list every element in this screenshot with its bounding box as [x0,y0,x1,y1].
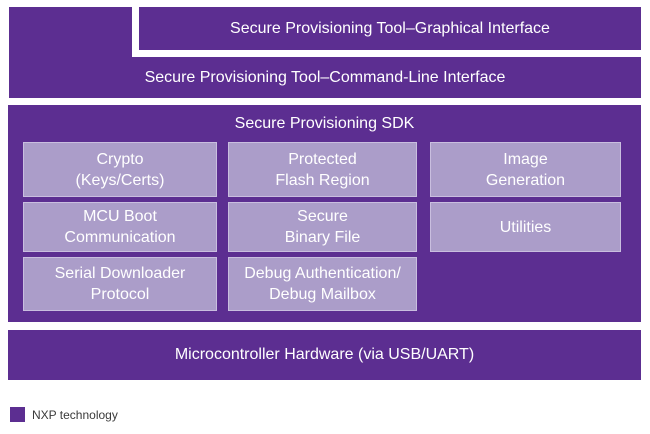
legend-swatch [10,407,25,422]
sdk-module-mcu-boot-communication: MCU Boot Communication [23,202,217,252]
legend: NXP technology [10,407,118,422]
sdk-module-image-generation: Image Generation [430,142,621,197]
sdk-module-debug-authentication: Debug Authentication/ Debug Mailbox [228,257,417,311]
legend-label: NXP technology [32,407,118,422]
gui-interface-bar: Secure Provisioning Tool–Graphical Inter… [139,7,641,50]
sdk-title: Secure Provisioning SDK [234,114,415,132]
sdk-module-utilities: Utilities [430,202,621,252]
sdk-module-secure-binary-file: Secure Binary File [228,202,417,252]
hardware-bar: Microcontroller Hardware (via USB/UART) [8,330,641,380]
sdk-module-serial-downloader-protocol: Serial Downloader Protocol [23,257,217,311]
sdk-module-crypto: Crypto (Keys/Certs) [23,142,217,197]
sdk-module-protected-flash-region: Protected Flash Region [228,142,417,197]
cli-interface-bar: Secure Provisioning Tool–Command-Line In… [9,57,641,98]
sdk-container: Secure Provisioning SDK Crypto (Keys/Cer… [8,105,641,322]
